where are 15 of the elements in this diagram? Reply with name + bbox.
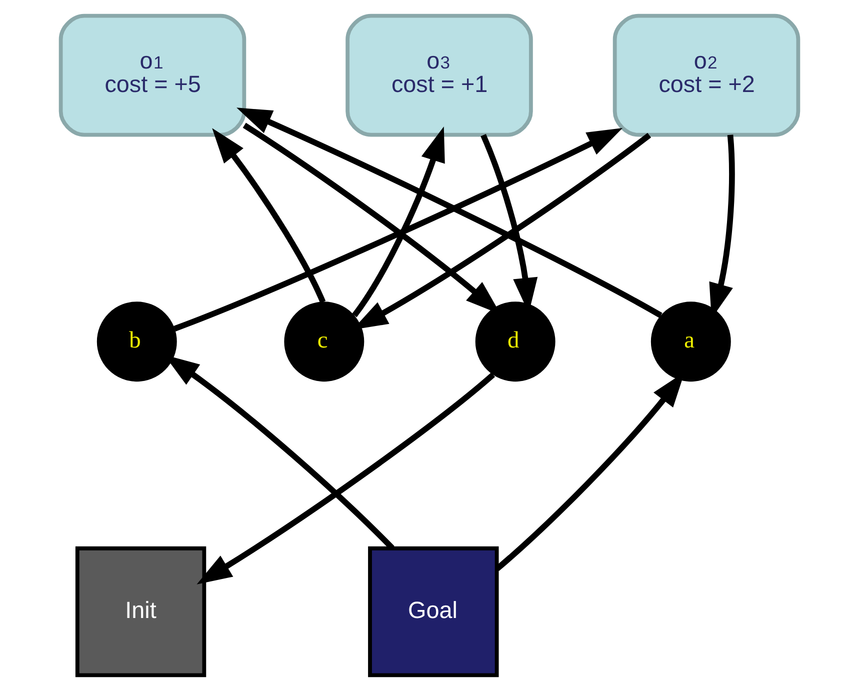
arrow: [236, 108, 662, 318]
node-box: Goal: [368, 546, 498, 678]
node-box: Init: [74, 546, 206, 678]
arrow: [352, 132, 651, 330]
node-circle: a: [650, 302, 730, 382]
arrow: [173, 128, 622, 332]
arrow: [196, 372, 495, 584]
node-box: o1 cost = +5: [58, 14, 246, 137]
arrow: [212, 128, 326, 304]
node-box: o3 cost = +1: [345, 14, 532, 137]
node-box: o2 cost = +2: [612, 14, 800, 137]
node-circle: c: [284, 302, 364, 382]
node-circle: d: [474, 302, 555, 382]
arrow: [352, 126, 444, 318]
node-circle: b: [96, 302, 176, 382]
